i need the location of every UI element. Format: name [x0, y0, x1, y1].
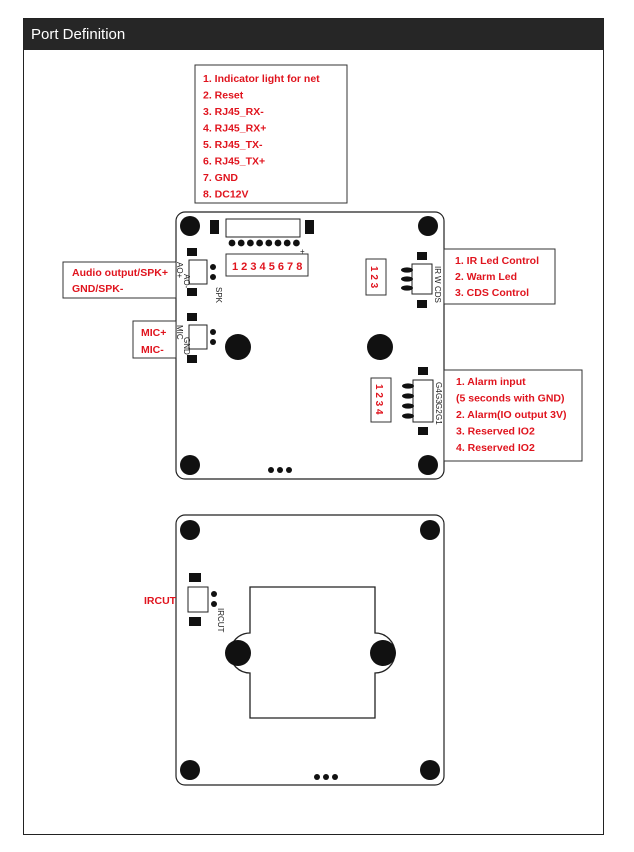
net-connector-pin	[237, 239, 245, 247]
alarm-pin-g1: G1	[434, 414, 443, 425]
mic-pin-mic: MIC	[175, 325, 184, 340]
alarm-pin-g3: G3	[434, 393, 443, 404]
audio-label-line1: Audio output/SPK+	[72, 267, 168, 279]
net-port-list: 1. Indicator light for net 2. Reset 3. RJ4…	[203, 73, 320, 201]
spk-connector: AO+ AO- SPK	[175, 248, 223, 304]
mount-hole-bottom-left	[180, 760, 200, 780]
mount-hole-top-right	[418, 216, 438, 236]
lens-hole-right	[367, 334, 393, 360]
audio-label-line2: GND/SPK-	[72, 283, 124, 295]
net-pin-number-box	[225, 253, 309, 277]
net-port-item: 7. GND	[203, 172, 238, 184]
main-board-outline	[175, 211, 445, 480]
mount-hole-top-left	[180, 216, 200, 236]
spk-pin-ao-plus: AO+	[175, 262, 184, 279]
net-connector-pin	[256, 239, 263, 247]
alarm-pin-numbers: 1 2 3 4	[373, 384, 384, 415]
net-port-item: 8. DC12V	[203, 189, 249, 201]
alarm-item: 4. Reserved IO2	[456, 442, 535, 454]
mic-pin-gnd: GND	[182, 337, 191, 355]
net-port-item: 2. Reset	[203, 90, 244, 102]
net-connector-pin	[283, 239, 291, 247]
ircut-connector-label: IRCUT	[216, 608, 225, 633]
net-connector-pin	[265, 239, 273, 247]
indicator-dots	[314, 774, 338, 780]
net-plus-sign: +	[300, 247, 305, 256]
mount-hole-bottom-left	[180, 455, 200, 475]
mount-hole-bottom-right	[418, 455, 438, 475]
main-board: + 1 2 3 4 5 6 7 8 AO+ AO- SPK MIC GND	[175, 211, 445, 480]
audio-label-box	[62, 261, 177, 299]
alarm-pin-number-box	[370, 377, 392, 423]
mic-label-box	[132, 320, 177, 359]
spk-pin-ao-minus: AO-	[182, 274, 191, 289]
mic-label-line1: MIC+	[141, 327, 166, 339]
alarm-list: 1. Alarm input (5 seconds with GND) 2. Ala…	[456, 376, 566, 454]
net-connector-pin	[247, 239, 254, 247]
alarm-item: 2. Alarm(IO output 3V)	[456, 409, 566, 421]
mount-hole-bottom-right	[420, 760, 440, 780]
mount-hole-top-right	[420, 520, 440, 540]
net-port-item: 3. RJ45_RX-	[203, 106, 264, 118]
ir-pin-cds: CDS	[433, 286, 442, 303]
lens-hole-left	[225, 334, 251, 360]
ir-connector: IR W CDS 1 2 3	[365, 252, 442, 308]
alarm-item: 1. Alarm input	[456, 376, 526, 388]
mic-connector: MIC GND	[175, 313, 216, 363]
ir-led-item: 1. IR Led Control	[455, 255, 539, 267]
ircut-label: IRCUT	[144, 595, 177, 607]
ir-pin-numbers: 1 2 3	[368, 266, 379, 289]
net-pin-numbers: 1 2 3 4 5 6 7 8	[232, 261, 302, 273]
ir-led-item: 2. Warm Led	[455, 271, 517, 283]
alarm-item: 3. Reserved IO2	[456, 426, 535, 438]
mount-hole-top-left	[180, 520, 200, 540]
ir-pin-ir: IR	[433, 266, 442, 274]
ir-pin-w: W	[433, 276, 442, 284]
net-port-item: 5. RJ45_TX-	[203, 139, 263, 151]
spk-connector-label: SPK	[214, 287, 223, 304]
ircut-connector: IRCUT	[187, 573, 225, 633]
net-connector-pin	[293, 239, 300, 247]
lens-mount-hole-left	[225, 640, 251, 666]
alarm-pin-g4: G4	[434, 382, 443, 393]
ircut-board: IRCUT	[175, 514, 445, 786]
net-port-item: 6. RJ45_TX+	[203, 156, 265, 168]
ir-led-list: 1. IR Led Control 2. Warm Led 3. CDS Contr…	[455, 255, 539, 299]
ir-label-box	[443, 248, 556, 305]
lens-mount-hole-right	[370, 640, 396, 666]
net-connector-pin	[228, 239, 236, 247]
indicator-dots	[268, 467, 292, 473]
alarm-label-box	[443, 369, 583, 462]
net-port-item: 4. RJ45_RX+	[203, 123, 266, 135]
mic-label-line2: MIC-	[141, 344, 164, 356]
page-title: Port Definition	[24, 19, 603, 50]
net-port-item: 1. Indicator light for net	[203, 73, 320, 85]
net-port-label-box	[194, 64, 348, 204]
ir-led-item: 3. CDS Control	[455, 287, 529, 299]
alarm-item: (5 seconds with GND)	[456, 393, 565, 405]
alarm-pin-g2: G2	[434, 403, 443, 414]
ir-pin-number-box	[365, 258, 387, 296]
alarm-connector: G4 G3 G2 G1 1 2 3 4	[370, 367, 443, 435]
net-connector-pin	[274, 239, 282, 247]
net-connector: + 1 2 3 4 5 6 7 8	[210, 218, 314, 277]
